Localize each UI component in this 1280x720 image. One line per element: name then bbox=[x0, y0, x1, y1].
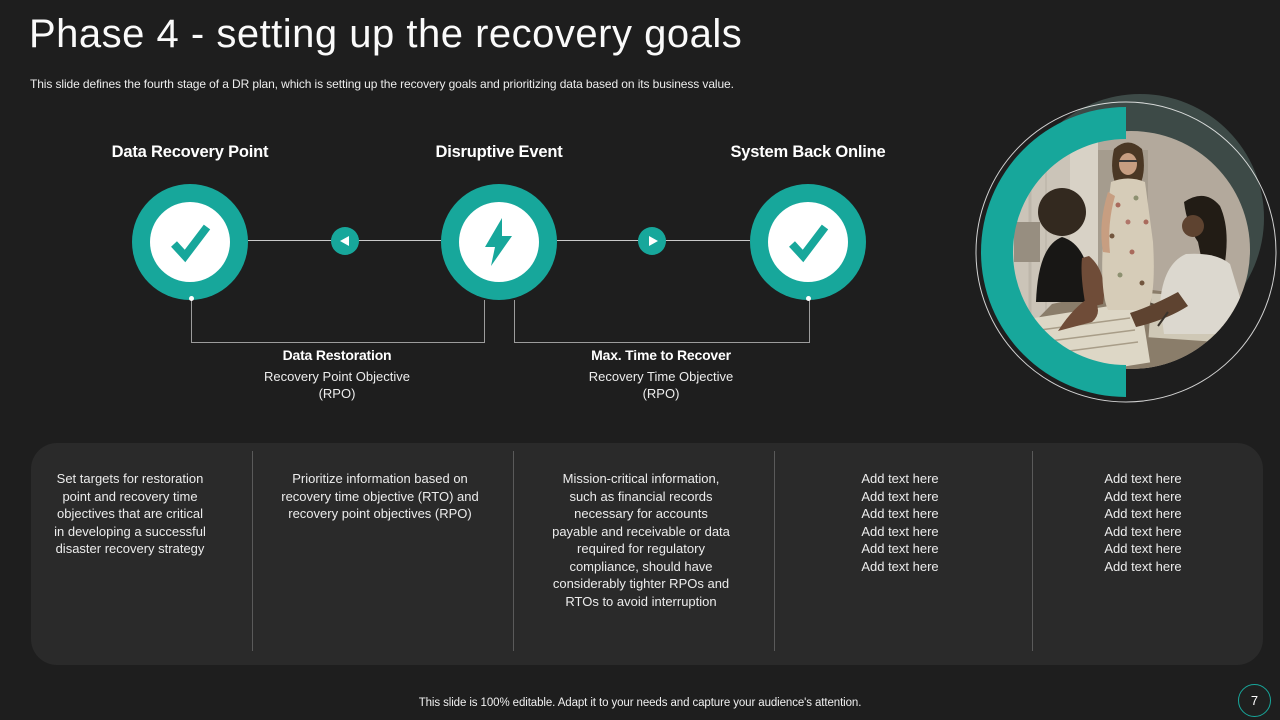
span-label-max-time-to-recover: Max. Time to Recover Recovery Time Objec… bbox=[511, 347, 811, 402]
bracket-dot-right bbox=[806, 296, 811, 301]
milestone-label-disruptive-event: Disruptive Event bbox=[435, 143, 563, 161]
span-title: Max. Time to Recover bbox=[591, 347, 731, 363]
triangle-left-icon bbox=[331, 227, 359, 255]
check-icon bbox=[150, 202, 230, 282]
outline-circle bbox=[975, 101, 1277, 403]
span-label-data-restoration: Data Restoration Recovery Point Objectiv… bbox=[187, 347, 487, 402]
panel-placeholder-add-text-2[interactable]: Add text here Add text here Add text her… bbox=[1104, 471, 1182, 574]
bracket-rpo bbox=[191, 300, 485, 343]
panel-divider bbox=[252, 451, 253, 651]
footer-note: This slide is 100% editable. Adapt it to… bbox=[418, 697, 862, 709]
lightning-icon bbox=[459, 202, 539, 282]
milestone-label-system-back-online: System Back Online bbox=[730, 143, 886, 161]
panel-divider bbox=[513, 451, 514, 651]
page-title: Phase 4 - setting up the recovery goals bbox=[29, 12, 743, 56]
triangle-right-icon bbox=[638, 227, 666, 255]
span-title: Data Restoration bbox=[282, 347, 392, 363]
teal-half-ring bbox=[981, 107, 1126, 397]
panel-placeholder-add-text-1[interactable]: Add text here Add text here Add text her… bbox=[861, 471, 939, 574]
panel-divider bbox=[774, 451, 775, 651]
milestone-circle-system-back-online bbox=[750, 184, 866, 300]
bracket-dot-left bbox=[189, 296, 194, 301]
span-subtitle: Recovery Time Objective (RPO) bbox=[588, 369, 734, 401]
milestone-circle-data-recovery-point bbox=[132, 184, 248, 300]
slide-subtitle: This slide defines the fourth stage of a… bbox=[30, 77, 734, 91]
milestone-circle-disruptive-event bbox=[441, 184, 557, 300]
panel-text-mission-critical: Mission-critical information, such as fi… bbox=[552, 471, 730, 609]
content-panel: Set targets for restoration point and re… bbox=[31, 443, 1263, 665]
bracket-rto bbox=[514, 300, 810, 343]
panel-divider bbox=[1032, 451, 1033, 651]
panel-text-prioritize: Prioritize information based on recovery… bbox=[281, 471, 479, 521]
check-icon bbox=[768, 202, 848, 282]
milestone-label-data-recovery-point: Data Recovery Point bbox=[111, 143, 269, 161]
span-subtitle: Recovery Point Objective (RPO) bbox=[264, 369, 410, 401]
page-number: 7 bbox=[1250, 693, 1259, 708]
panel-text-set-targets: Set targets for restoration point and re… bbox=[54, 471, 206, 556]
decorative-circles bbox=[975, 94, 1277, 403]
team-photo bbox=[1012, 131, 1250, 369]
page-number-badge: 7 bbox=[1238, 684, 1271, 717]
